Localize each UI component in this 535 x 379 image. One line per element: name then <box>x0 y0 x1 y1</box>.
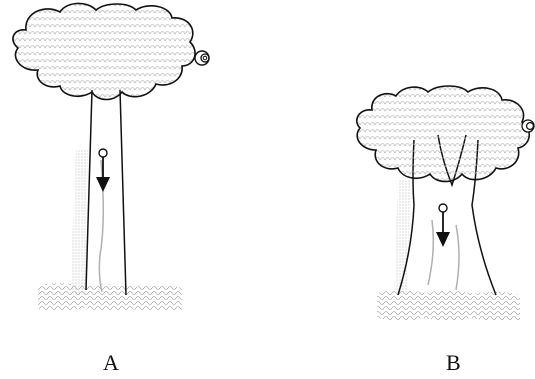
nest-icon-a <box>195 51 209 65</box>
trunk-shadow-a <box>70 150 88 295</box>
force-arrow-a <box>96 149 110 192</box>
panel-a <box>13 3 209 311</box>
panel-b <box>357 86 534 321</box>
canopy-b <box>357 86 529 182</box>
nest-icon-b <box>522 120 534 132</box>
canopy-a <box>13 3 195 99</box>
panel-label-a: A <box>103 352 119 374</box>
ground-a <box>38 283 182 311</box>
force-arrow-b <box>436 204 450 247</box>
trunk-shadow-b <box>394 180 410 292</box>
panel-label-b: B <box>446 352 461 374</box>
trunk-a <box>86 90 126 295</box>
